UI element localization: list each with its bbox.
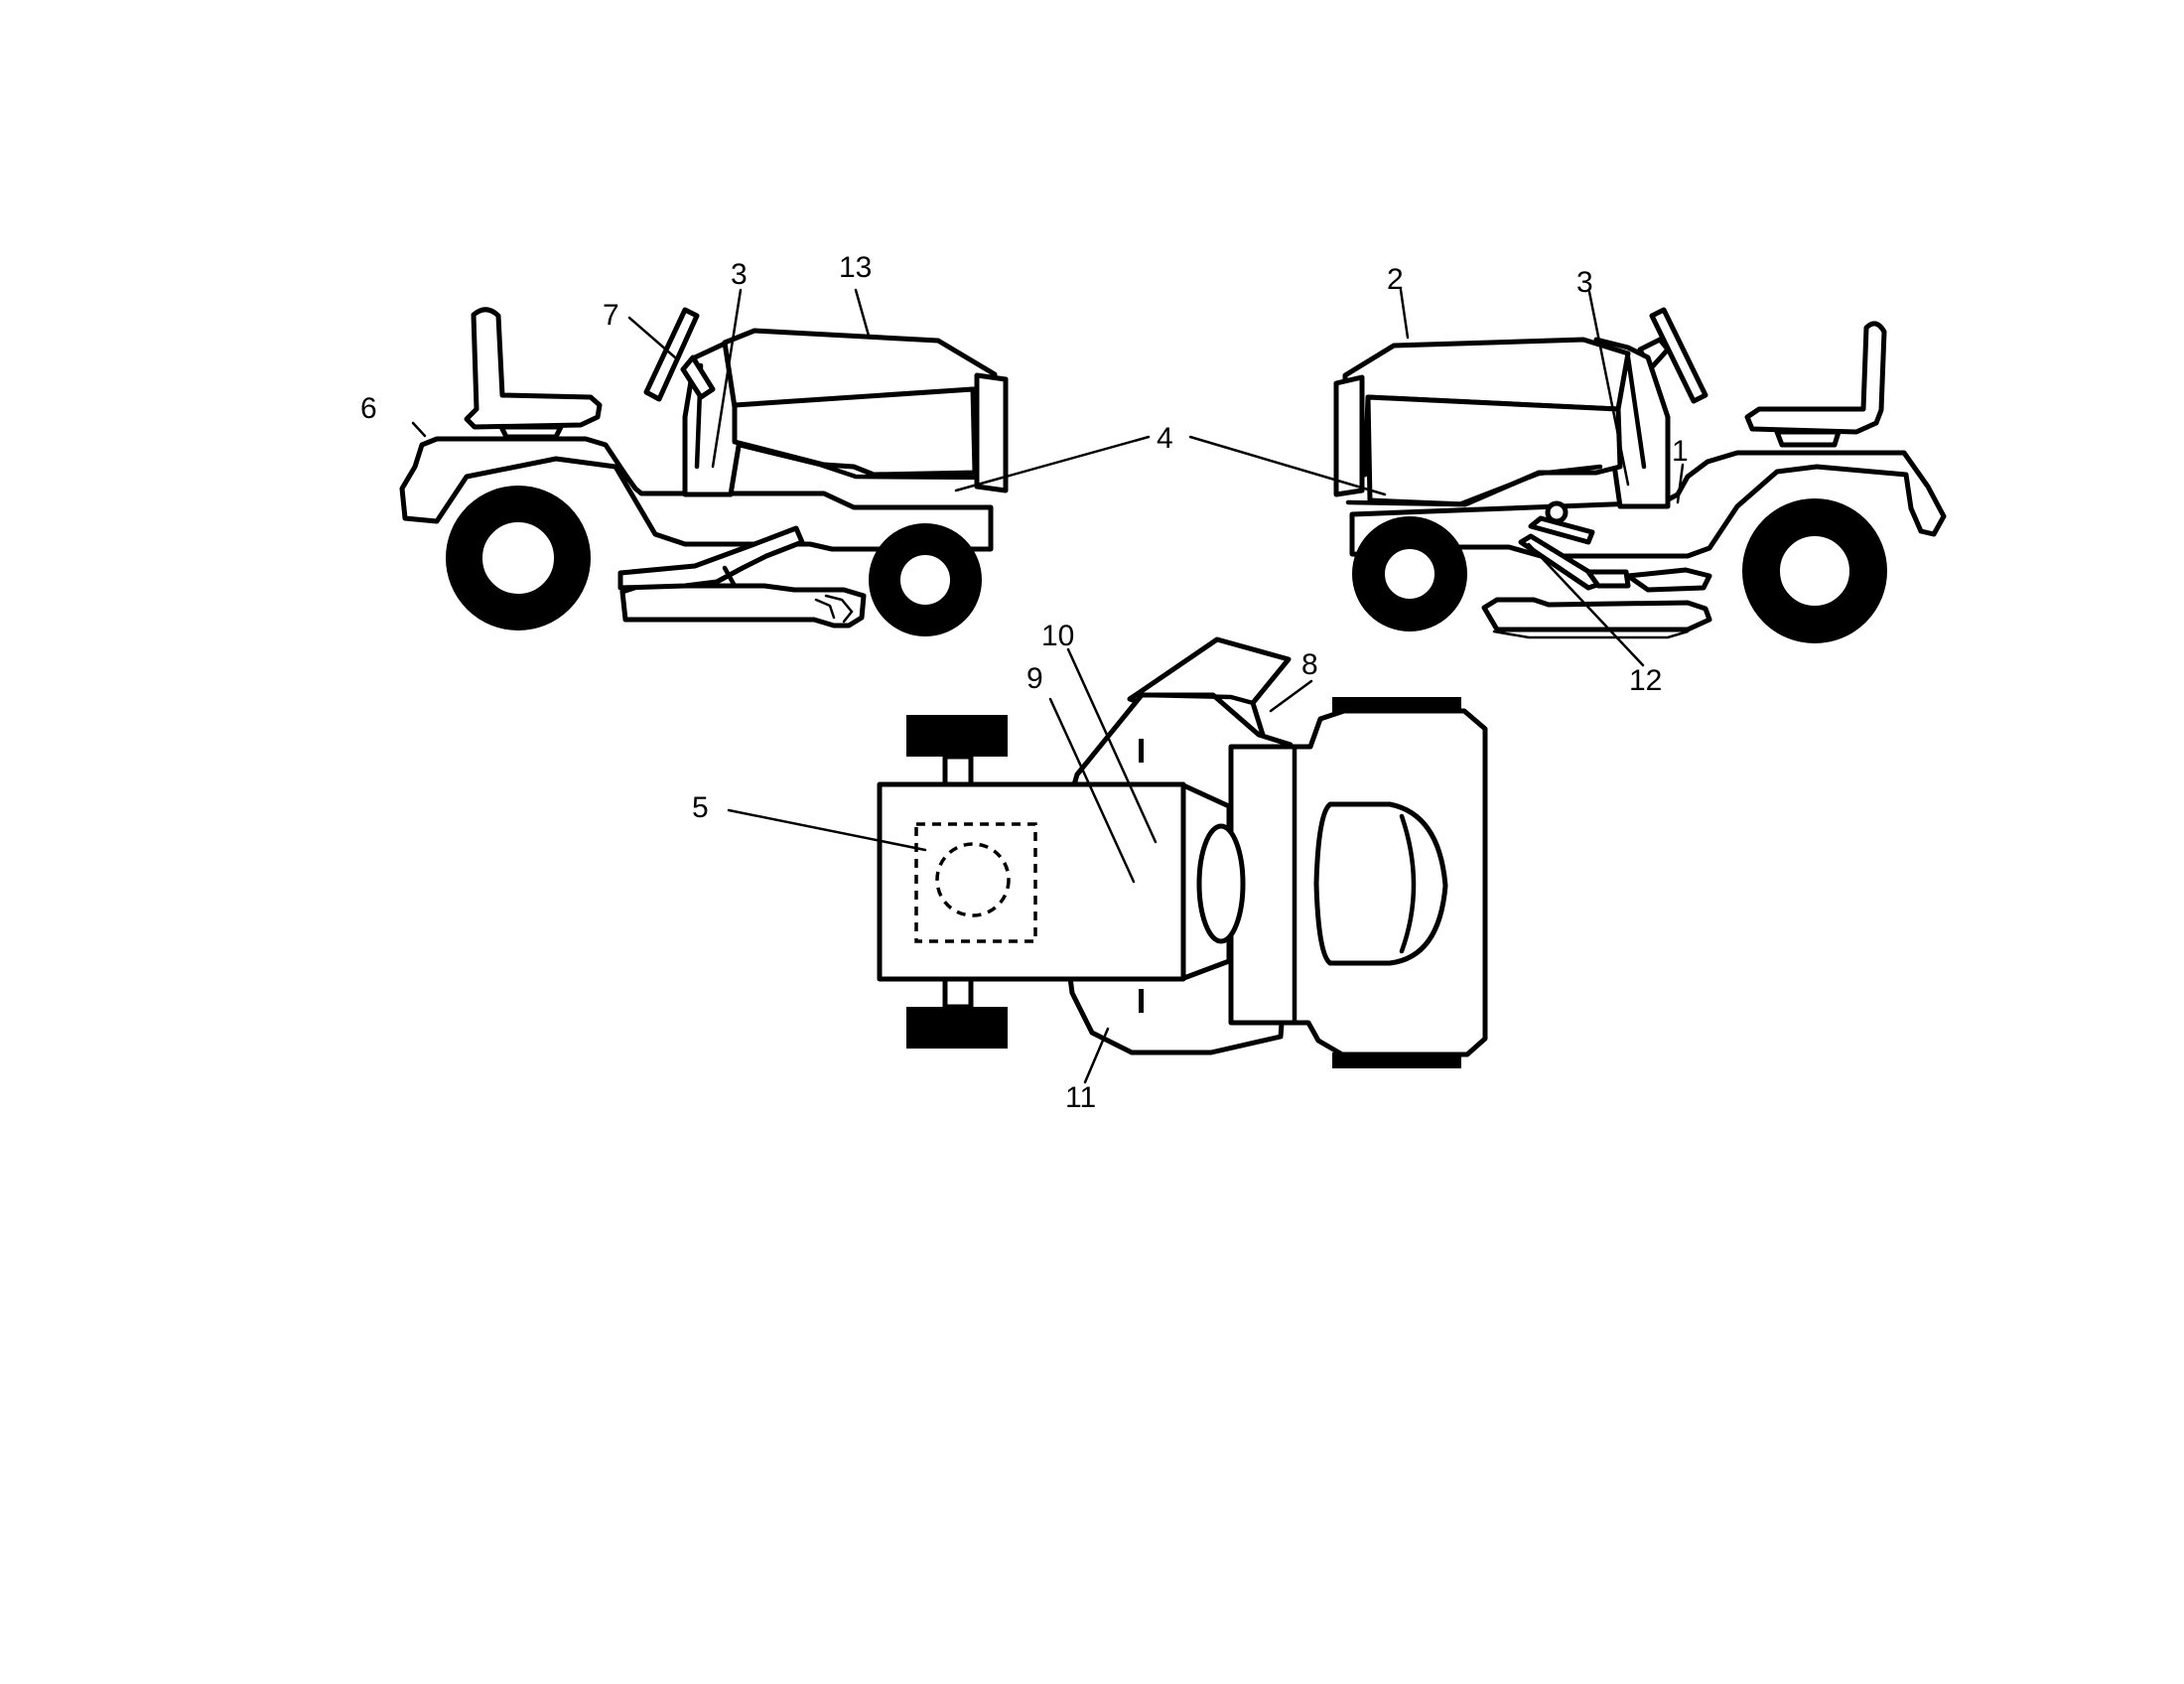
right-rear-wheel (1742, 498, 1887, 643)
callout-2: 2 (1387, 263, 1404, 296)
right-lift-lever (1528, 515, 1595, 545)
right-grille (1333, 374, 1365, 497)
left-side-view (399, 307, 1009, 636)
callout-12: 12 (1629, 664, 1662, 697)
right-seat (1744, 321, 1887, 435)
callout-8: 8 (1301, 648, 1318, 681)
left-footrest (617, 525, 805, 591)
top-front-wheel-upper (906, 715, 1008, 757)
top-steering-wheel (1196, 823, 1246, 944)
right-front-wheel (1352, 516, 1467, 632)
callout-10: 10 (1041, 620, 1074, 652)
callout-4: 4 (1157, 422, 1173, 455)
left-mower-deck (619, 583, 867, 629)
callout-3-left: 3 (731, 258, 748, 291)
top-hood (877, 781, 1186, 982)
callout-11: 11 (1065, 1081, 1096, 1114)
callout-13: 13 (839, 251, 872, 284)
top-view (877, 636, 1488, 1068)
callouts: 6 7 3 13 4 2 3 1 12 8 10 9 5 11 (360, 251, 1689, 1114)
callout-6: 6 (360, 392, 377, 425)
callout-9: 9 (1026, 662, 1043, 695)
left-grille (974, 372, 1009, 493)
top-hood-hidden-panel (914, 822, 1037, 943)
callout-5: 5 (692, 791, 709, 824)
top-seat (1313, 801, 1448, 966)
right-side-view (1333, 307, 1947, 643)
left-front-wheel (869, 523, 982, 636)
right-steering-wheel (1649, 307, 1708, 404)
callout-1: 1 (1672, 435, 1689, 468)
leader-lines (411, 288, 1685, 1084)
top-front-wheel-lower (906, 1007, 1008, 1049)
callout-3-right: 3 (1576, 266, 1593, 299)
left-rear-wheel (446, 486, 591, 631)
right-mower-deck (1481, 597, 1712, 639)
left-seat (464, 307, 603, 430)
callout-7: 7 (603, 299, 619, 332)
